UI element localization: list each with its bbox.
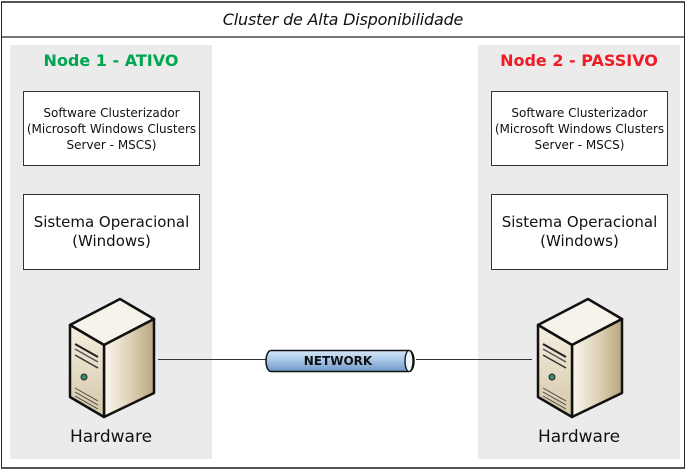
software-line: Software Clusterizador: [43, 105, 180, 120]
os-line: Sistema Operacional: [33, 213, 190, 231]
server-tower-icon: [536, 297, 624, 419]
software-line: (Microsoft Windows Clusters: [494, 121, 665, 136]
node-1-software-box: Software Clusterizador (Microsoft Window…: [23, 91, 200, 166]
os-line: (Windows): [540, 232, 619, 250]
title-bar: Cluster de Alta Disponibilidade: [2, 3, 684, 38]
node-2-hardware-label: Hardware: [537, 427, 621, 447]
node-1-hardware-label: Hardware: [69, 427, 153, 447]
connector-line-left: [158, 359, 266, 360]
network-label: NETWORK: [303, 354, 373, 368]
node-2-title: Node 2 - PASSIVO: [500, 51, 658, 70]
software-line: Software Clusterizador: [511, 105, 648, 120]
connector-line-right: [416, 359, 532, 360]
software-line: Server - MSCS): [66, 137, 157, 152]
os-line: Sistema Operacional: [501, 213, 658, 231]
network-pipe-icon: [265, 349, 415, 373]
software-line: Server - MSCS): [534, 137, 625, 152]
node-2-os-box: Sistema Operacional (Windows): [491, 194, 668, 270]
node-1-os-box: Sistema Operacional (Windows): [23, 194, 200, 270]
node-1-title: Node 1 - ATIVO: [43, 51, 179, 70]
node-2-panel: Node 2 - PASSIVO Software Clusterizador …: [478, 45, 680, 459]
diagram-title: Cluster de Alta Disponibilidade: [222, 10, 464, 29]
node-1-panel: Node 1 - ATIVO Software Clusterizador (M…: [10, 45, 212, 459]
node-2-software-box: Software Clusterizador (Microsoft Window…: [491, 91, 668, 166]
server-tower-icon: [68, 297, 156, 419]
software-line: (Microsoft Windows Clusters: [26, 121, 197, 136]
os-line: (Windows): [72, 232, 151, 250]
